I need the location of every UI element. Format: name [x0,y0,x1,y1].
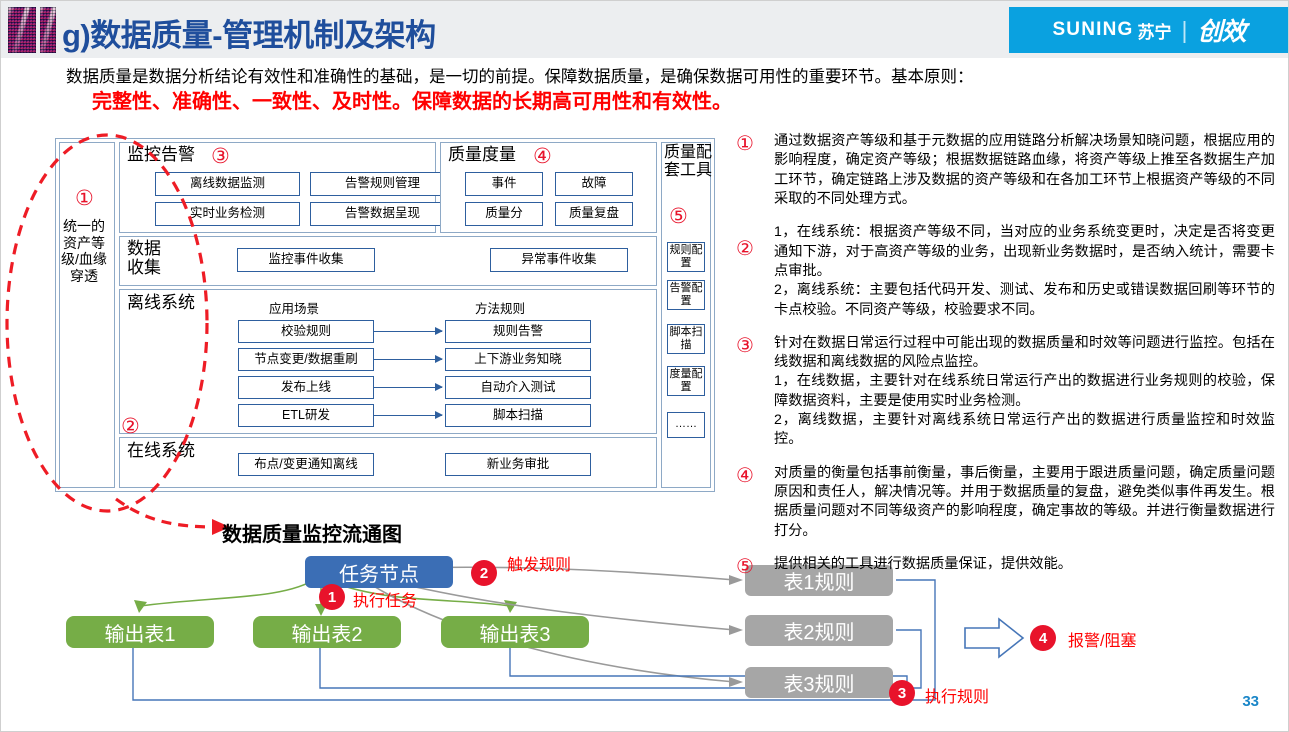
col-header-rule: 方法规则 [475,302,526,316]
note-text-1: 通过数据资产等级和基于元数据的应用链路分析解决场景知晓问题，根据应用的影响程度，… [774,133,1275,207]
section-data-collect [119,236,657,286]
highlight-arrow-icon [115,497,230,535]
flow-node-output-2[interactable]: 输出表2 [253,616,401,648]
tile-alarm-rule-manage[interactable]: 告警规则管理 [310,172,455,196]
note-item-1: ① 通过数据资产等级和基于元数据的应用链路分析解决场景知晓问题，根据应用的影响程… [730,132,1275,209]
tile-scenario-etl-dev[interactable]: ETL研发 [238,404,374,427]
connector-arrow-2 [374,355,443,363]
decorative-stripe-left-icon [8,7,36,53]
note-text-5: 提供相关的工具进行数据质量保证，提供效能。 [774,555,1072,572]
tile-realtime-business-check[interactable]: 实时业务检测 [155,202,300,226]
note-text-4: 对质量的衡量包括事前衡量，事后衡量，主要用于跟进质量问题，确定质量问题原因和责任… [774,464,1275,539]
tile-offline-data-monitor[interactable]: 离线数据监测 [155,172,300,196]
tile-fault[interactable]: 故障 [555,172,633,196]
tool-more[interactable]: …… [667,412,705,438]
section-offline-system-title: 离线系统 [127,293,195,312]
intro-emphasis: 完整性、准确性、一致性、及时性。保障数据的长期高可用性和有效性。 [92,91,732,113]
flow-node-output-1[interactable]: 输出表1 [66,616,214,648]
tile-monitor-event-collect[interactable]: 监控事件收集 [237,248,375,272]
architecture-diagram: 统一的资产等级/血缘穿透 ① 监控告警 ③ 离线数据监测 告警规则管理 实时业务… [55,138,715,492]
flow-diagram-title: 数据质量监控流通图 [222,524,402,546]
tile-rule-script-scan[interactable]: 脚本扫描 [445,404,591,427]
note-item-3: ③ 针对在数据日常运行过程中可能出现的数据质量和时效等问题进行监控。包括在线数据… [730,334,1275,450]
note-marker-4: ④ [736,462,754,487]
tile-alarm-data-present[interactable]: 告警数据呈现 [310,202,455,226]
tile-rule-upstream-aware[interactable]: 上下游业务知晓 [445,348,591,371]
brand-sub-logo: 创效 [1197,17,1247,46]
section-monitor-alarm-title: 监控告警 [127,145,195,164]
note-item-4: ④ 对质量的衡量包括事前衡量，事后衡量，主要用于跟进质量问题，确定质量问题原因和… [730,464,1275,541]
flow-label-1: 执行任务 [353,593,418,610]
tool-metric-config[interactable]: 度量配置 [667,366,705,396]
note-item-5: ⑤ 提供相关的工具进行数据质量保证，提供效能。 [730,553,1275,578]
tile-quality-review[interactable]: 质量复盘 [555,202,633,226]
page-title: g)数据质量-管理机制及架构 [62,18,436,53]
tile-scenario-node-change[interactable]: 节点变更/数据重刷 [238,348,374,371]
flow-node-rule-1[interactable]: 表1规则 [745,565,893,596]
note-item-2: ② 1，在线系统：根据资产等级不同，当对应的业务系统变更时，决定是否将变更通知下… [730,223,1275,320]
section-data-collect-title: 数据收集 [127,239,161,277]
intro-paragraph: 数据质量是数据分析结论有效性和准确性的基础，是一切的前提。保障数据质量，是确保数… [66,68,974,86]
tile-scenario-validate-rule[interactable]: 校验规则 [238,320,374,343]
col-header-scenario: 应用场景 [269,302,320,316]
flow-badge-2: 2 [471,560,497,586]
note-marker-2: ② [736,236,754,261]
flow-diagram: 任务节点 输出表1 输出表2 输出表3 表1规则 表2规则 表3规则 1 执行任… [55,540,1155,720]
flow-node-task[interactable]: 任务节点 [305,556,453,588]
tile-rule-auto-test[interactable]: 自动介入测试 [445,376,591,399]
note-text-2: 1，在线系统：根据资产等级不同，当对应的业务系统变更时，决定是否将变更通知下游，… [774,224,1275,318]
tile-point-change-notify[interactable]: 布点/变更通知离线 [238,453,374,476]
note-text-3: 针对在数据日常运行过程中可能出现的数据质量和时效等问题进行监控。包括在线数据和离… [774,334,1275,448]
connector-arrow-3 [374,383,443,391]
flow-label-3: 执行规则 [925,689,990,706]
tile-event[interactable]: 事件 [465,172,543,196]
flow-badge-1: 1 [319,584,345,610]
brand-separator: | [1181,16,1188,43]
tile-new-business-approve[interactable]: 新业务审批 [445,453,591,476]
marker-2-arch: ② [121,414,140,438]
section-quality-tools-title: 质量配套工具 [663,144,712,179]
brand-name-cn: 苏宁 [1137,22,1172,42]
note-marker-5: ⑤ [736,553,754,578]
brand-name-en: SUNING [1052,19,1134,40]
tool-script-scan[interactable]: 脚本扫描 [667,324,705,354]
connector-arrow-4 [374,411,443,419]
note-marker-1: ① [736,131,754,155]
page-number: 33 [1242,693,1259,710]
flow-node-rule-3[interactable]: 表3规则 [745,667,893,698]
flow-badge-3: 3 [889,680,915,706]
flow-node-output-3[interactable]: 输出表3 [441,616,589,648]
title-plate [58,7,1058,53]
flow-label-2: 触发规则 [507,557,572,574]
tile-scenario-release[interactable]: 发布上线 [238,376,374,399]
tile-quality-score[interactable]: 质量分 [465,202,543,226]
connector-arrow-1 [374,327,443,335]
arch-left-column-label: 统一的资产等级/血缘穿透 [61,218,107,284]
brand-logo: SUNING 苏宁 | 创效 [1009,7,1289,53]
notes-panel: ① 通过数据资产等级和基于元数据的应用链路分析解决场景知晓问题，根据应用的影响程… [730,132,1275,578]
tool-alarm-config[interactable]: 告警配置 [667,280,705,310]
tile-abnormal-event-collect[interactable]: 异常事件收集 [490,248,628,272]
marker-5-arch: ⑤ [669,204,688,228]
flow-label-4: 报警/阻塞 [1068,633,1137,650]
marker-4-arch: ④ [533,144,552,168]
flow-node-rule-2[interactable]: 表2规则 [745,615,893,646]
marker-3-arch: ③ [211,144,230,168]
note-marker-3: ③ [736,332,754,357]
section-online-system-title: 在线系统 [127,441,195,460]
decorative-stripe-right-icon [40,7,56,53]
section-quality-metrics-title: 质量度量 [448,145,516,164]
tile-rule-alarm[interactable]: 规则告警 [445,320,591,343]
marker-1-arch: ① [75,186,94,210]
flow-badge-4: 4 [1030,625,1056,651]
tool-rule-config[interactable]: 规则配置 [667,242,705,272]
